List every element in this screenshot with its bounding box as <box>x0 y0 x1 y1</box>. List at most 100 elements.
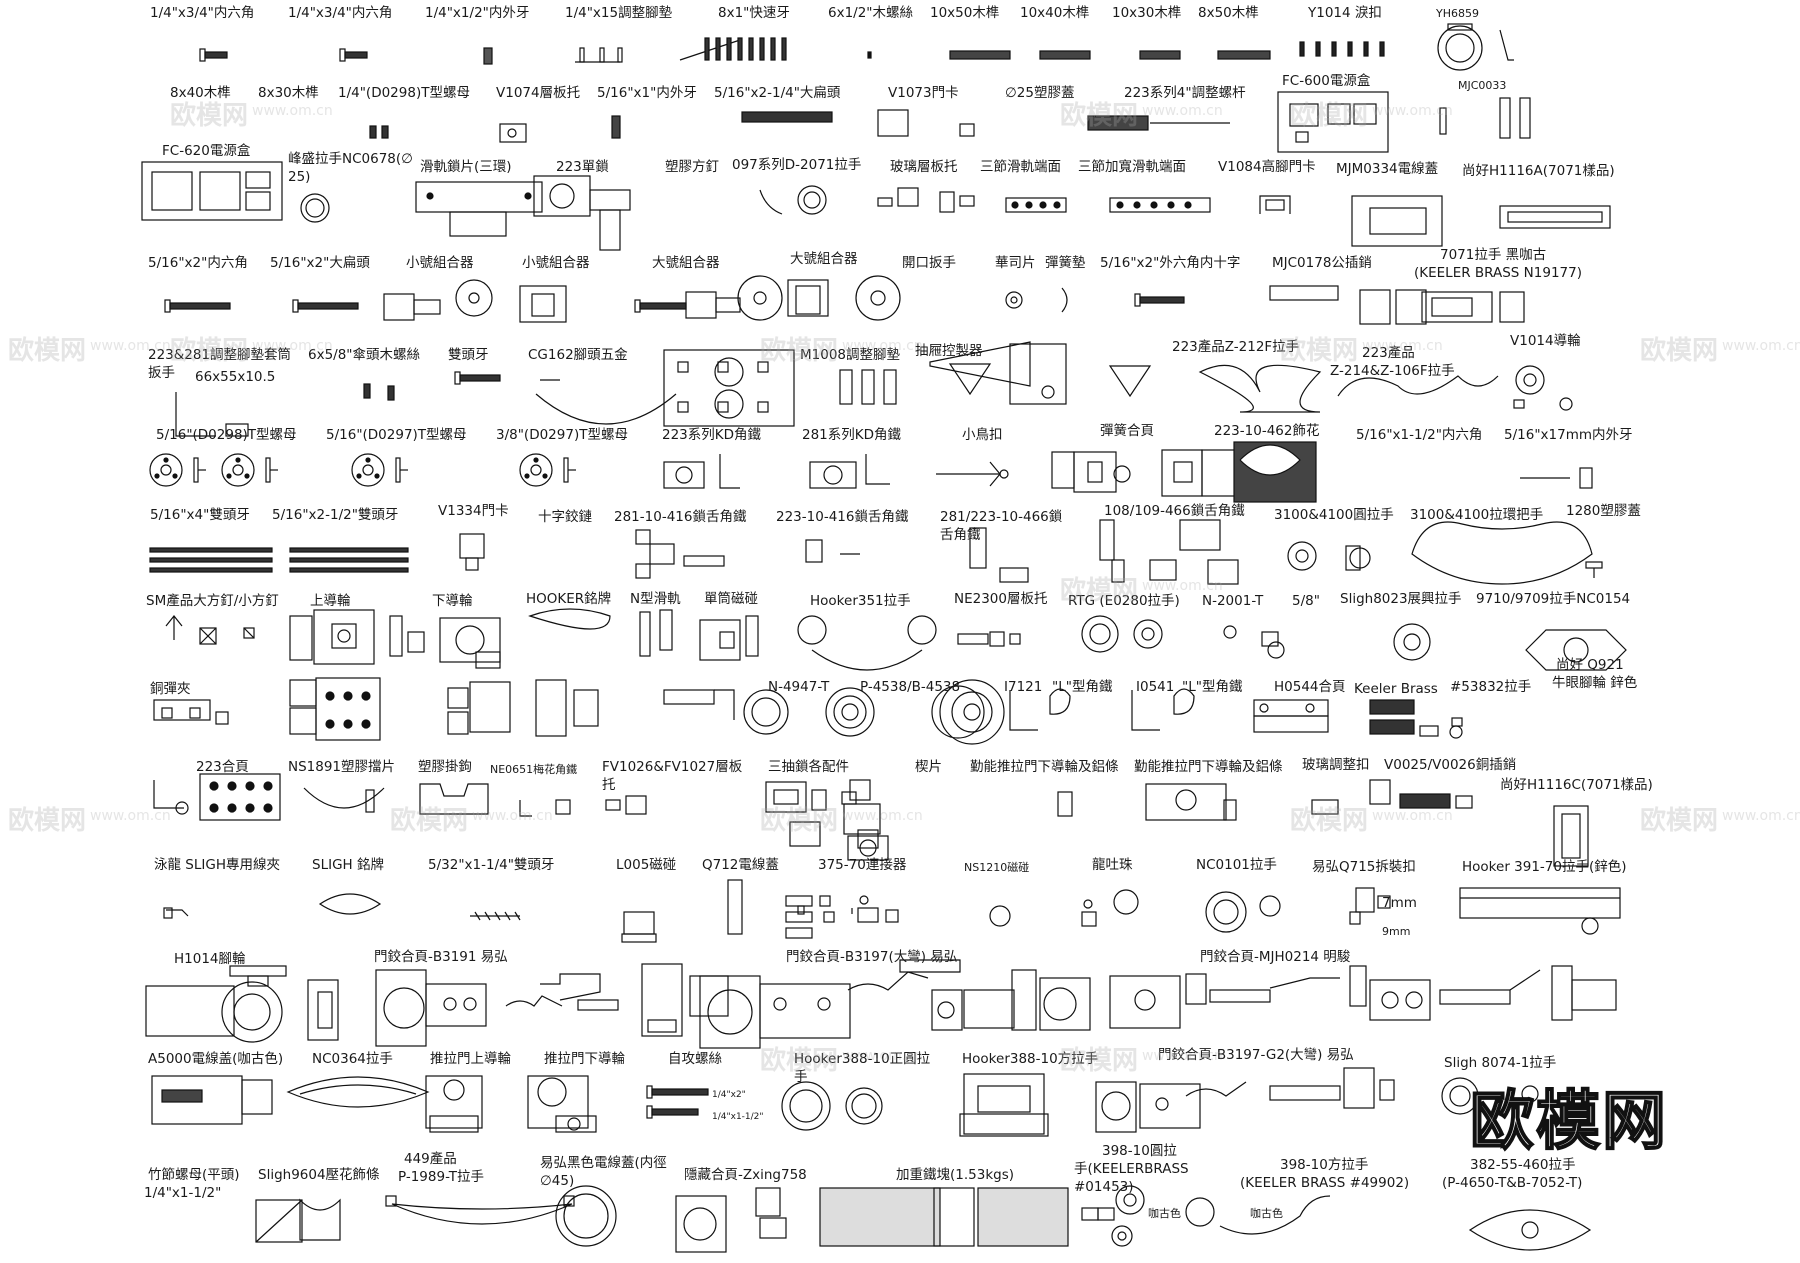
drawing-shape <box>315 677 381 741</box>
drawing-shape <box>1305 703 1315 713</box>
drawing-shape <box>611 115 621 139</box>
drawing-shape <box>843 803 881 835</box>
drawing-shape <box>1585 561 1603 569</box>
drawing-shape <box>243 627 255 639</box>
part-label: 382-55-460拉手 <box>1470 1157 1576 1173</box>
drawing-shape <box>204 51 228 59</box>
part-label: 舌角鐵 <box>940 527 981 543</box>
part-label: 彈簧墊 <box>1045 255 1086 271</box>
drawing-shape <box>634 299 641 313</box>
drawing-shape <box>811 649 923 671</box>
part-label: 8x1"快速牙 <box>718 5 790 21</box>
drawing-shape <box>685 291 717 319</box>
drawing-shape <box>166 909 189 917</box>
part-label: 門鉸合頁-B3197(大彎) 易弘 <box>786 949 958 965</box>
part-label: 門鉸合頁-B3191 易弘 <box>374 949 508 965</box>
part-label: 抽屜控製器 <box>915 343 983 359</box>
part-label: 滑軌鎖片(三環) <box>420 159 512 175</box>
drawing-shape <box>199 773 281 821</box>
drawing-shape <box>1419 725 1439 737</box>
part-label: 三節滑軌端面 <box>980 159 1061 175</box>
drawing-shape <box>540 973 601 1001</box>
part-label: 咖古色 <box>1148 1207 1181 1220</box>
part-label: Hooker351拉手 <box>810 593 911 609</box>
drawing-shape <box>1269 285 1339 301</box>
drawing-shape <box>153 780 184 809</box>
part-label: 223合頁 <box>196 759 249 775</box>
drawing-shape <box>1437 25 1483 71</box>
part-label: 泳龍 SLIGH專用線夾 <box>154 857 280 873</box>
drawing-shape <box>356 473 362 479</box>
part-label: 雙頭牙 <box>448 347 489 363</box>
part-label: 易弘黑色電線蓋(内徑 <box>540 1155 667 1171</box>
part-label: 6x1/2"木螺絲 <box>828 5 914 21</box>
part-label: 小號組合器 <box>522 255 590 271</box>
drawing-shape <box>1315 41 1321 57</box>
drawing-shape <box>1381 991 1399 1009</box>
drawing-shape <box>530 464 542 476</box>
drawing-shape <box>255 1199 303 1243</box>
drawing-shape <box>1185 1197 1215 1227</box>
part-label: NC0101拉手 <box>1196 857 1277 873</box>
part-label: 三抽鎖各配件 <box>768 759 849 775</box>
drawing-shape <box>425 1075 483 1129</box>
drawing-shape <box>164 299 171 313</box>
part-label: 推拉門上導輪 <box>430 1051 511 1067</box>
watermark-url: www.om.cn <box>252 103 333 119</box>
drawing-shape <box>1421 291 1493 323</box>
part-label: 6x5/8"傘頭木螺絲 <box>308 347 421 363</box>
drawing-shape <box>369 125 377 139</box>
drawing-shape <box>469 681 511 733</box>
part-label: 223產品Z-212F拉手 <box>1172 339 1300 355</box>
drawing-shape <box>344 51 368 59</box>
part-label: 398-10方拉手 <box>1280 1157 1369 1173</box>
drawing-shape <box>959 123 975 137</box>
part-label: 1/4"x15調整腳墊 <box>565 5 673 21</box>
drawing-shape <box>765 781 807 813</box>
drawing-shape <box>455 625 485 655</box>
drawing-shape <box>549 183 575 209</box>
drawing-shape <box>447 711 469 735</box>
drawing-shape <box>741 111 833 123</box>
drawing-shape <box>1259 195 1291 214</box>
drawing-shape <box>227 781 237 791</box>
part-label: NE2300層板托 <box>954 591 1048 607</box>
drawing-shape <box>1507 211 1603 223</box>
part-label: 華司片 <box>995 255 1036 271</box>
drawing-shape <box>1259 895 1281 917</box>
watermark-url: www.om.cn <box>1722 338 1800 354</box>
drawing-shape <box>727 879 743 935</box>
drawing-shape <box>1327 103 1351 125</box>
part-label: 尚好H1116C(7071樣品) <box>1500 777 1653 793</box>
drawing-shape <box>646 1085 653 1099</box>
drawing-shape <box>797 615 827 645</box>
drawing-shape <box>737 275 783 321</box>
part-label: V1074層板托 <box>496 85 581 101</box>
drawing-shape <box>415 181 543 213</box>
drawing-shape <box>1149 559 1177 581</box>
drawing-shape <box>969 527 987 569</box>
part-label: 223系列4"調整螺杆 <box>1124 85 1246 101</box>
drawing-shape <box>1289 103 1319 127</box>
drawing-shape <box>714 357 744 387</box>
drawing-shape <box>785 927 813 939</box>
drawing-shape <box>395 457 401 483</box>
drawing-shape <box>233 993 271 1031</box>
drawing-shape <box>683 1207 717 1241</box>
drawing-shape <box>755 1187 781 1217</box>
drawing-shape <box>227 803 237 813</box>
drawing-shape <box>528 608 611 630</box>
drawing-shape <box>362 464 374 476</box>
drawing-shape <box>245 171 271 189</box>
drawing-shape <box>443 997 457 1011</box>
drawing-shape <box>387 385 395 401</box>
drawing-shape <box>527 1075 589 1129</box>
drawing-shape <box>1369 207 1427 235</box>
drawing-shape <box>599 47 605 63</box>
drawing-shape <box>1134 293 1141 307</box>
drawing-shape <box>475 651 501 669</box>
drawing-shape <box>244 473 250 479</box>
drawing-shape <box>1207 559 1239 585</box>
drawing-shape <box>524 192 532 200</box>
drawing-shape <box>719 631 735 649</box>
